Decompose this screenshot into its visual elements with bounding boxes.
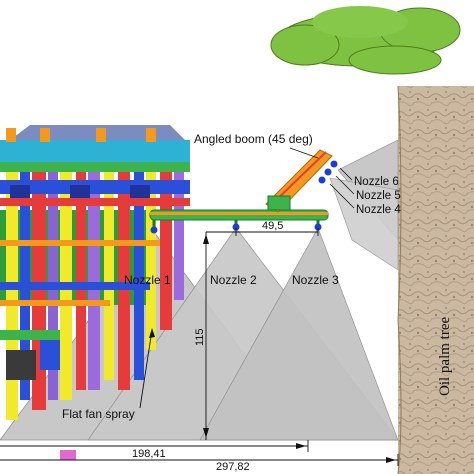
nozzle-3-marker	[314, 223, 322, 231]
nozzle-1-label: Nozzle 1	[124, 273, 171, 287]
nozzle-4-label: Nozzle 4	[356, 204, 401, 216]
spray-height-value: 115	[194, 328, 206, 346]
nozzle-4-marker	[318, 176, 326, 184]
tree-trunk	[398, 86, 474, 474]
angled-boom	[265, 149, 333, 213]
flat-fan-spray-label: Flat fan spray	[62, 407, 135, 421]
nozzle-2-label: Nozzle 2	[210, 273, 257, 287]
oil-palm-tree-label: Oil palm tree	[437, 317, 453, 396]
nozzle-5-marker	[324, 168, 332, 176]
nozzle-6-label: Nozzle 6	[354, 176, 399, 188]
tree-canopy	[270, 6, 461, 75]
nozzle-5-label: Nozzle 5	[356, 190, 401, 202]
angled-boom-label: Angled boom (45 deg)	[194, 132, 313, 146]
sprayer-machine	[0, 125, 190, 460]
dimension-widths	[0, 440, 399, 466]
width-mid-value: 198,41	[132, 448, 166, 460]
nozzle-2-marker	[232, 223, 240, 231]
width-total-value: 297,82	[216, 461, 250, 473]
dimension-height	[203, 232, 209, 440]
nozzle-1-marker	[150, 226, 158, 234]
dimension-nozzle-spacing	[206, 228, 319, 236]
nozzle-spacing-value: 49,5	[262, 220, 283, 232]
nozzle-3-label: Nozzle 3	[292, 273, 339, 287]
spray-fan-3	[199, 227, 399, 441]
nozzle-6-marker	[330, 160, 338, 168]
